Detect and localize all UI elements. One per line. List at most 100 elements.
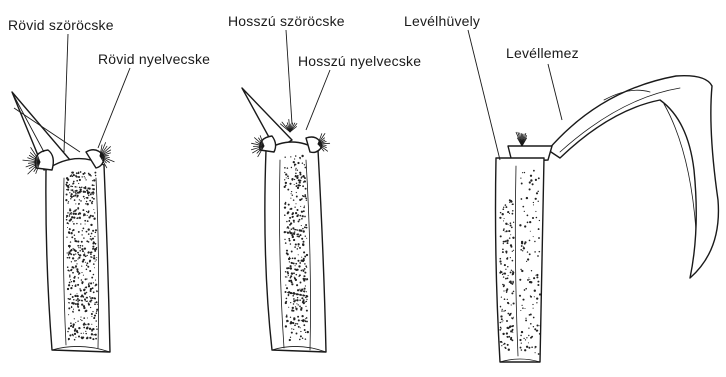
stipple-dot	[519, 279, 521, 281]
stipple-dot	[529, 240, 531, 242]
stipple-dot	[538, 353, 540, 355]
stipple-dot	[83, 305, 85, 307]
stipple-dot	[291, 251, 293, 253]
stipple-dot	[292, 212, 294, 214]
stipple-dot	[97, 304, 98, 305]
stipple-dot	[78, 277, 79, 278]
stipple-dot	[68, 307, 70, 309]
stipple-dot	[286, 320, 288, 322]
stipple-dot	[294, 179, 295, 180]
stipple-dot	[84, 259, 85, 260]
stipple-dot	[294, 324, 296, 326]
stipple-dot	[80, 190, 82, 192]
stipple-dot	[501, 328, 502, 329]
stipple-dot	[303, 290, 305, 292]
stipple-dot	[94, 303, 96, 305]
stipple-dot	[505, 269, 506, 270]
stipple-dot	[68, 314, 69, 315]
stipple-dot	[95, 302, 96, 303]
stipple-dot	[296, 309, 297, 310]
stipple-dot	[285, 242, 287, 244]
stipple-dot	[70, 279, 71, 280]
stipple-dot	[69, 219, 71, 221]
stipple-dot	[537, 281, 539, 283]
stipple-dot	[504, 273, 506, 275]
stipple-dot	[90, 253, 92, 255]
stipple-dot	[91, 324, 92, 325]
stipple-dot	[67, 270, 69, 272]
stipple-dot	[78, 336, 80, 338]
stipple-dot	[95, 320, 97, 322]
stipple-dot	[93, 282, 94, 283]
stipple-dot	[66, 219, 68, 221]
stipple-dot	[294, 165, 295, 166]
specimen-long	[242, 30, 330, 352]
stipple-dot	[90, 301, 91, 302]
stipple-dot	[535, 211, 536, 212]
stipple-dot	[512, 203, 514, 205]
stipple-dot	[77, 207, 79, 209]
stipple-dot	[78, 327, 80, 329]
stipple-dot	[90, 307, 91, 308]
stipple-dot	[506, 240, 508, 242]
stipple-dot	[67, 288, 69, 290]
stipple-dot	[538, 201, 539, 202]
stipple-dot	[84, 292, 86, 294]
stipple-dot	[88, 285, 90, 287]
stipple-dot	[303, 259, 305, 261]
stipple-dot	[85, 223, 86, 224]
stipple-dot	[505, 278, 507, 280]
stipple-dot	[286, 267, 288, 269]
stipple-dot	[73, 181, 75, 183]
stipple-dot	[301, 155, 303, 157]
stipple-dot	[291, 281, 293, 283]
stipple-dot	[85, 203, 86, 204]
stipple-dot	[304, 288, 306, 290]
stipple-dot	[291, 191, 292, 192]
stipple-dot	[72, 266, 74, 268]
stipple-dot	[93, 257, 95, 259]
stipple-dot	[87, 203, 89, 205]
stipple-dot	[527, 258, 529, 260]
stipple-dot	[305, 224, 307, 226]
stipple-dot	[93, 242, 95, 244]
stipple-dot	[90, 193, 92, 195]
stipple-dot	[294, 246, 296, 248]
stipple-dot	[512, 210, 514, 212]
stipple-dot	[72, 182, 74, 184]
stipple-dot	[95, 285, 96, 286]
stipple-dot	[85, 262, 86, 263]
stipple-dot	[95, 232, 97, 234]
stipple-dot	[289, 257, 290, 258]
stipple-dot	[293, 199, 295, 201]
stipple-dot	[297, 316, 299, 318]
stipple-dot	[295, 203, 296, 204]
stipple-dot	[93, 334, 94, 335]
stipple-dot	[79, 299, 81, 301]
stipple-dot	[301, 259, 303, 261]
stipple-dot	[70, 253, 72, 255]
stipple-dot	[73, 191, 75, 193]
stipple-dot	[535, 275, 536, 276]
stipple-dot	[502, 208, 504, 210]
stipple-dot	[304, 206, 305, 207]
stipple-dot	[501, 310, 503, 312]
stipple-dot	[300, 309, 302, 311]
stipple-dot	[75, 193, 77, 195]
stipple-dot	[302, 175, 304, 177]
stipple-dot	[303, 299, 305, 301]
stipple-dot	[290, 156, 291, 157]
stipple-dot	[89, 260, 91, 262]
stipple-dot	[293, 239, 295, 241]
stipple-dot	[87, 317, 88, 318]
stipple-dot	[87, 215, 88, 216]
stipple-dot	[79, 187, 81, 189]
stipple-dot	[305, 285, 306, 286]
stipple-dot	[293, 161, 295, 163]
stipple-dot	[536, 324, 538, 326]
stipple-dot	[89, 337, 91, 339]
stipple-dot	[300, 174, 302, 176]
stipple-dot	[526, 346, 528, 348]
stipple-dot	[284, 206, 286, 208]
